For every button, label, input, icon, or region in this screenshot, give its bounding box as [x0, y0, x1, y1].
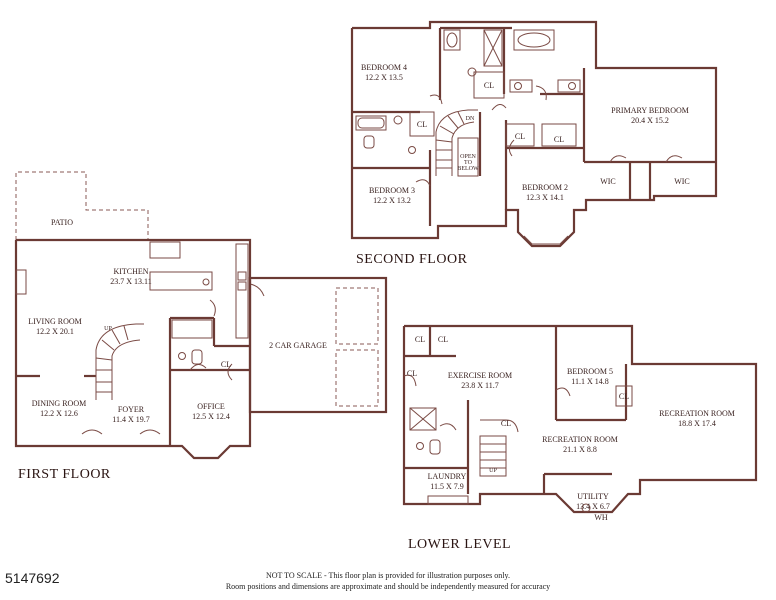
- closet-label: CL: [438, 335, 448, 344]
- disclaimer-line-1: NOT TO SCALE - This floor plan is provid…: [266, 571, 510, 580]
- room-dim-bedroom-2: 12.3 X 14.1: [526, 193, 564, 202]
- open-to-below-label: OPEN: [460, 154, 476, 160]
- open-to-below-label: BELOW: [457, 166, 479, 172]
- disclaimer: NOT TO SCALE - This floor plan is provid…: [0, 570, 776, 592]
- room-dim-primary-bedroom: 20.4 X 15.2: [631, 116, 669, 125]
- disclaimer-line-2: Room positions and dimensions are approx…: [225, 582, 551, 591]
- stair-up-label: UP: [104, 326, 112, 332]
- room-label-primary-bedroom: PRIMARY BEDROOM: [611, 106, 689, 115]
- water-heater-label: WH: [594, 513, 608, 522]
- room-dim-foyer: 11.4 X 19.7: [112, 415, 149, 424]
- room-label-bedroom-4: BEDROOM 4: [361, 63, 407, 72]
- stair-dn-label: DN: [466, 116, 475, 122]
- room-dim-bedroom-3: 12.2 X 13.2: [373, 196, 411, 205]
- floor-title-second: SECOND FLOOR: [356, 252, 468, 267]
- closet-label: CL: [417, 120, 427, 129]
- room-dim-dining-room: 12.2 X 12.6: [40, 409, 78, 418]
- room-dim-bedroom-4: 12.2 X 13.5: [365, 73, 403, 82]
- closet-label: CL: [221, 360, 231, 369]
- room-dim-laundry: 11.5 X 7.9: [430, 482, 463, 491]
- closet-label: CL: [484, 81, 494, 90]
- room-label-bedroom-3: BEDROOM 3: [369, 186, 415, 195]
- walk-in-closet-label: WIC: [600, 177, 616, 186]
- room-dim-kitchen: 23.7 X 13.11: [110, 277, 151, 286]
- room-label-dining-room: DINING ROOM: [32, 399, 86, 408]
- room-dim-living-room: 12.2 X 20.1: [36, 327, 74, 336]
- room-label-bedroom-5: BEDROOM 5: [567, 367, 613, 376]
- room-dim-recreation-room-2: 21.1 X 8.8: [563, 445, 597, 454]
- room-label-kitchen: KITCHEN: [113, 267, 148, 276]
- room-dim-bedroom-5: 11.1 X 14.8: [571, 377, 608, 386]
- first-floor-plan: [14, 171, 388, 460]
- room-label-recreation-room-2: RECREATION ROOM: [542, 435, 618, 444]
- room-dim-office: 12.5 X 12.4: [192, 412, 230, 421]
- room-label-living-room: LIVING ROOM: [28, 317, 82, 326]
- closet-label: CL: [407, 369, 417, 378]
- closet-label: CL: [501, 419, 511, 428]
- second-floor-plan: [350, 20, 718, 248]
- room-label-exercise-room: EXERCISE ROOM: [448, 371, 512, 380]
- listing-number: 5147692: [5, 570, 60, 586]
- closet-label: CL: [619, 392, 629, 401]
- room-dim-utility: 13.4 X 6.7: [576, 502, 610, 511]
- stair-up-label: UP: [489, 468, 497, 474]
- room-dim-exercise-room: 23.8 X 11.7: [461, 381, 498, 390]
- room-label-bedroom-2: BEDROOM 2: [522, 183, 568, 192]
- closet-label: CL: [554, 135, 564, 144]
- room-label-foyer: FOYER: [118, 405, 145, 414]
- room-label-office: OFFICE: [197, 402, 225, 411]
- closet-label: CL: [415, 335, 425, 344]
- closet-label: CL: [515, 132, 525, 141]
- room-label-laundry: LAUNDRY: [428, 472, 467, 481]
- room-dim-recreation-room-1: 18.8 X 17.4: [678, 419, 716, 428]
- floor-title-first: FIRST FLOOR: [18, 467, 111, 482]
- garage-label: 2 CAR GARAGE: [269, 341, 327, 350]
- room-label-utility: UTILITY: [577, 492, 609, 501]
- open-to-below-label: TO: [464, 160, 473, 166]
- lower-level-plan: [402, 324, 758, 514]
- walk-in-closet-label: WIC: [674, 177, 690, 186]
- floor-title-lower: LOWER LEVEL: [408, 537, 511, 552]
- patio-label: PATIO: [51, 218, 73, 227]
- room-label-recreation-room-1: RECREATION ROOM: [659, 409, 735, 418]
